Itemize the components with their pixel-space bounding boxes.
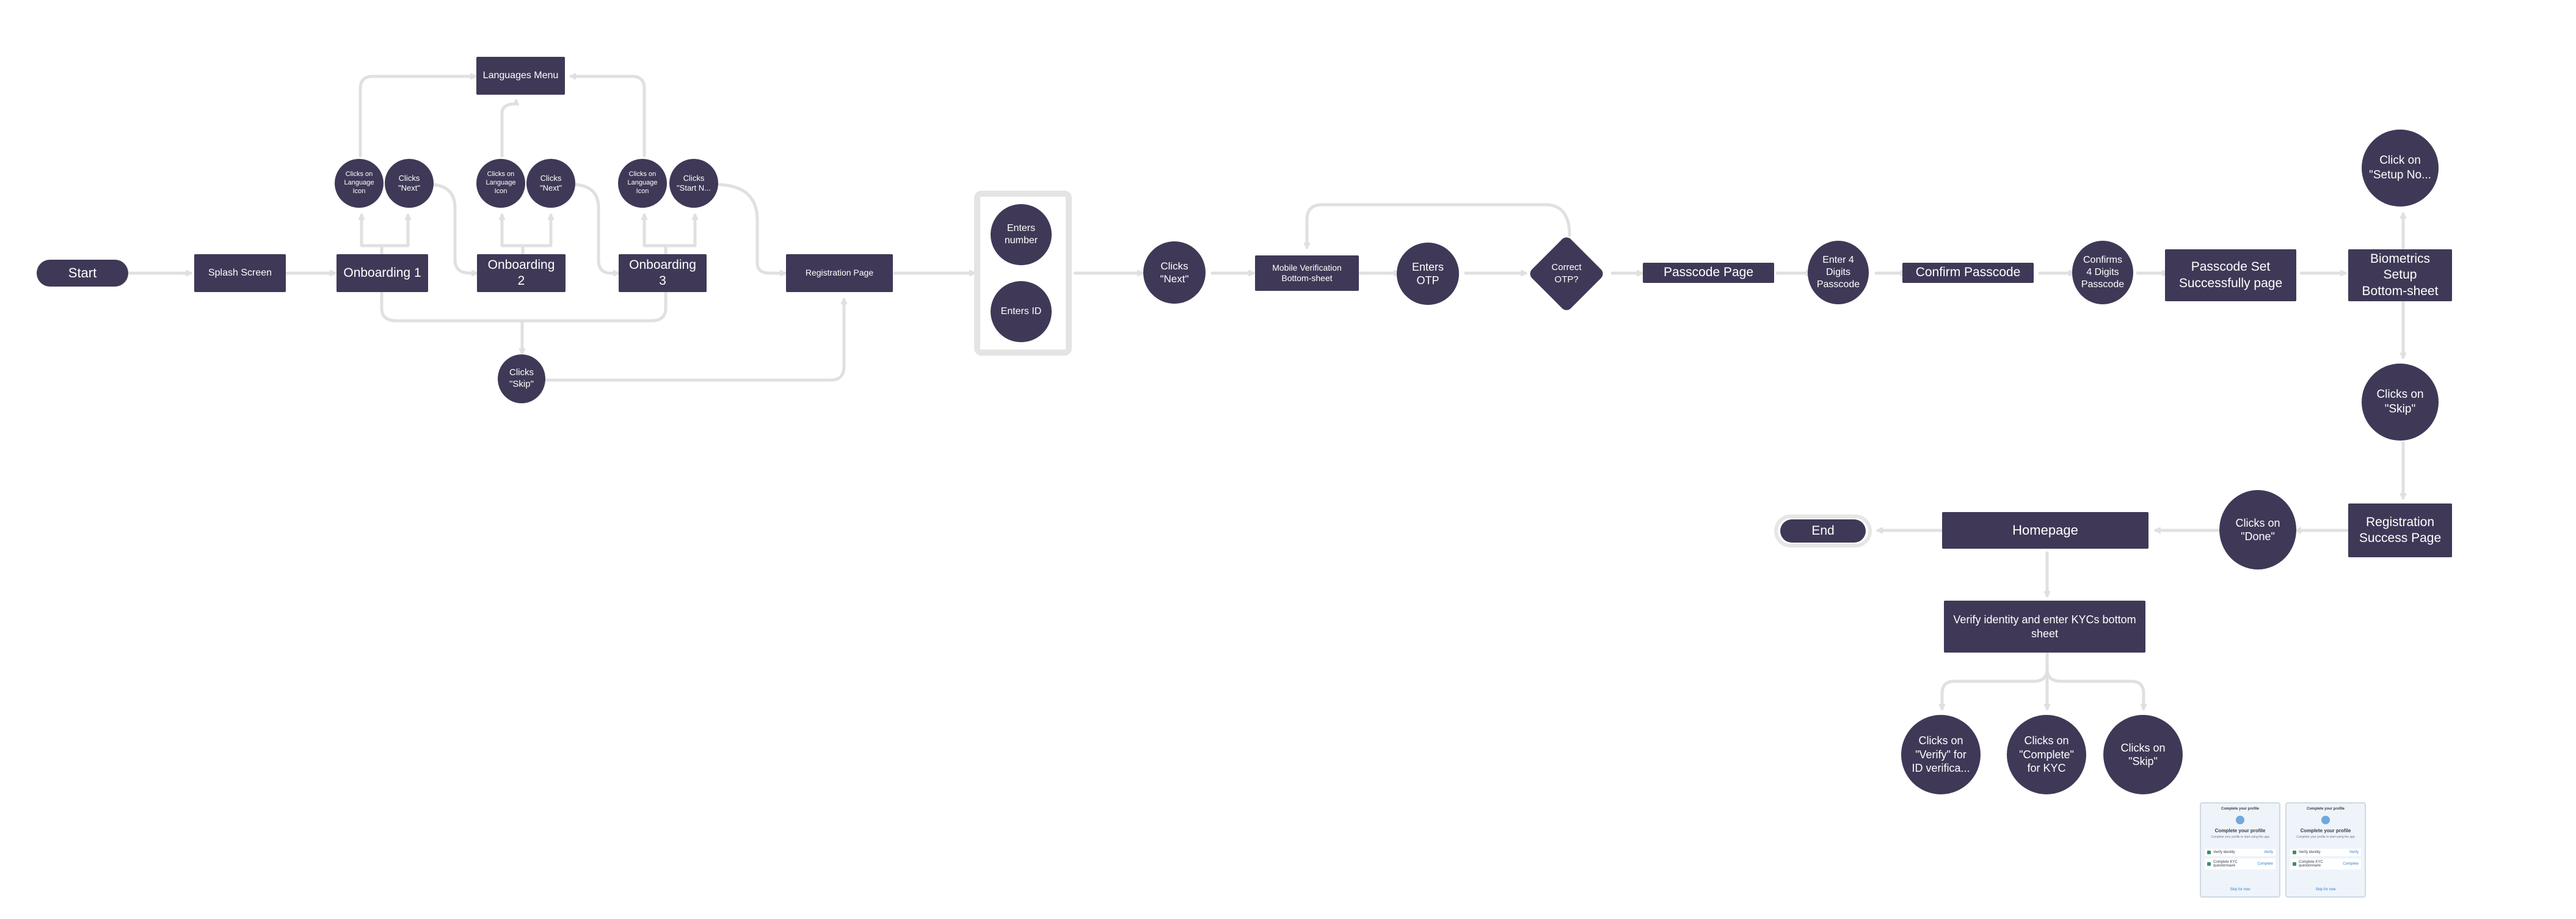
clicks-verify-id-node[interactable]: Clicks on "Verify" for ID verifica... [1901,715,1981,794]
complete-profile-mockup-1: Complete your profile Complete your prof… [2200,802,2280,898]
confirms-passcode-node[interactable]: Confirms 4 Digits Passcode [2072,241,2133,304]
onboarding-2-node[interactable]: Onboarding 2 [477,254,566,292]
splash-screen-node[interactable]: Splash Screen [194,254,286,292]
onb2-language-icon-click[interactable]: Clicks on Language Icon [476,159,525,208]
start-node[interactable]: Start [37,260,128,287]
edge-onb3-skip [520,291,668,323]
onb2-next-click[interactable]: Clicks "Next" [526,159,575,208]
mockup-subtitle: Complete your profile to start using the… [2211,835,2269,839]
registration-page-node[interactable]: Registration Page [786,254,893,292]
enter-passcode-node[interactable]: Enter 4 Digits Passcode [1808,241,1869,304]
end-node-frame [1774,514,1872,547]
clicks-complete-kyc-node[interactable]: Clicks on "Complete" for KYC [2007,715,2086,794]
confirm-passcode-node[interactable]: Confirm Passcode [1902,263,2034,283]
profile-icon [2321,816,2330,824]
edge-verify-left [1942,652,2049,711]
languages-menu-node[interactable]: Languages Menu [476,57,565,95]
check-icon [2207,862,2211,866]
mockup-subtitle: Complete your profile to start using the… [2296,835,2355,839]
mockup-header: Complete your profile [2221,807,2259,811]
edge-onb1-next [380,213,408,247]
onboarding-3-node[interactable]: Onboarding 3 [619,254,707,292]
edge-onb1-lang-menu [358,76,477,158]
edge-next-onb3 [573,183,620,273]
enters-id-node[interactable]: Enters ID [991,281,1052,342]
onboarding-skip-click[interactable]: Clicks "Skip" [498,354,545,403]
edge-correct-retry [1307,203,1571,249]
biometrics-skip-node[interactable]: Clicks on "Skip" [2362,364,2439,441]
onb3-language-icon-click[interactable]: Clicks on Language Icon [618,159,667,208]
mockup-title: Complete your profile [2300,828,2351,833]
correct-otp-decision[interactable]: Correct OTP? [1527,234,1606,313]
mockup-header: Complete your profile [2306,807,2345,811]
homepage-node[interactable]: Homepage [1942,512,2148,549]
registration-success-page-node[interactable]: Registration Success Page [2348,503,2452,557]
edge-next-onb2 [431,183,478,273]
passcode-set-page-node[interactable]: Passcode Set Successfully page [2165,249,2296,301]
biometrics-setup-sheet-node[interactable]: Biometrics Setup Bottom-sheet [2348,249,2452,301]
mockup-footer: Skip for now [2315,888,2336,892]
check-icon [2207,851,2211,854]
click-setup-now-node[interactable]: Click on "Setup No... [2362,130,2439,207]
enters-otp-node[interactable]: Enters OTP [1397,243,1459,305]
mockup-footer: Skip for now [2230,888,2250,892]
mockup-title: Complete your profile [2214,828,2266,833]
edge-skip-registration [545,298,844,382]
edge-start-registration [718,183,787,273]
clicks-skip-kyc-node[interactable]: Clicks on "Skip" [2103,715,2183,794]
check-icon [2293,851,2296,854]
profile-icon [2236,816,2244,824]
edge-verify-right [2045,667,2144,711]
clicks-done-node[interactable]: Clicks on "Done" [2219,490,2296,569]
passcode-page-node[interactable]: Passcode Page [1643,263,1774,283]
onboarding-1-node[interactable]: Onboarding 1 [337,254,428,292]
mobile-verification-sheet-node[interactable]: Mobile Verification Bottom-sheet [1255,255,1359,291]
edge-onb3-start [664,213,695,247]
check-icon [2293,862,2296,866]
edge-onb3-lang-menu [569,76,646,158]
registration-input-group [974,191,1072,356]
onb1-language-icon-click[interactable]: Clicks on Language Icon [335,159,384,208]
clicks-next-node[interactable]: Clicks "Next" [1143,241,1206,304]
edge-onb1-skip [380,291,522,355]
enters-number-node[interactable]: Enters number [991,204,1052,265]
verify-identity-kyc-sheet-node[interactable]: Verify identity and enter KYCs bottom sh… [1944,601,2145,653]
end-node[interactable]: End [1780,519,1866,543]
onb1-next-click[interactable]: Clicks "Next" [385,159,434,208]
complete-profile-mockup-2: Complete your profile Complete your prof… [2285,802,2366,898]
edge-onb2-next [521,213,551,247]
onb3-start-now-click[interactable]: Clicks "Start N... [669,159,718,208]
edge-onb2-lang-menu [500,99,516,158]
